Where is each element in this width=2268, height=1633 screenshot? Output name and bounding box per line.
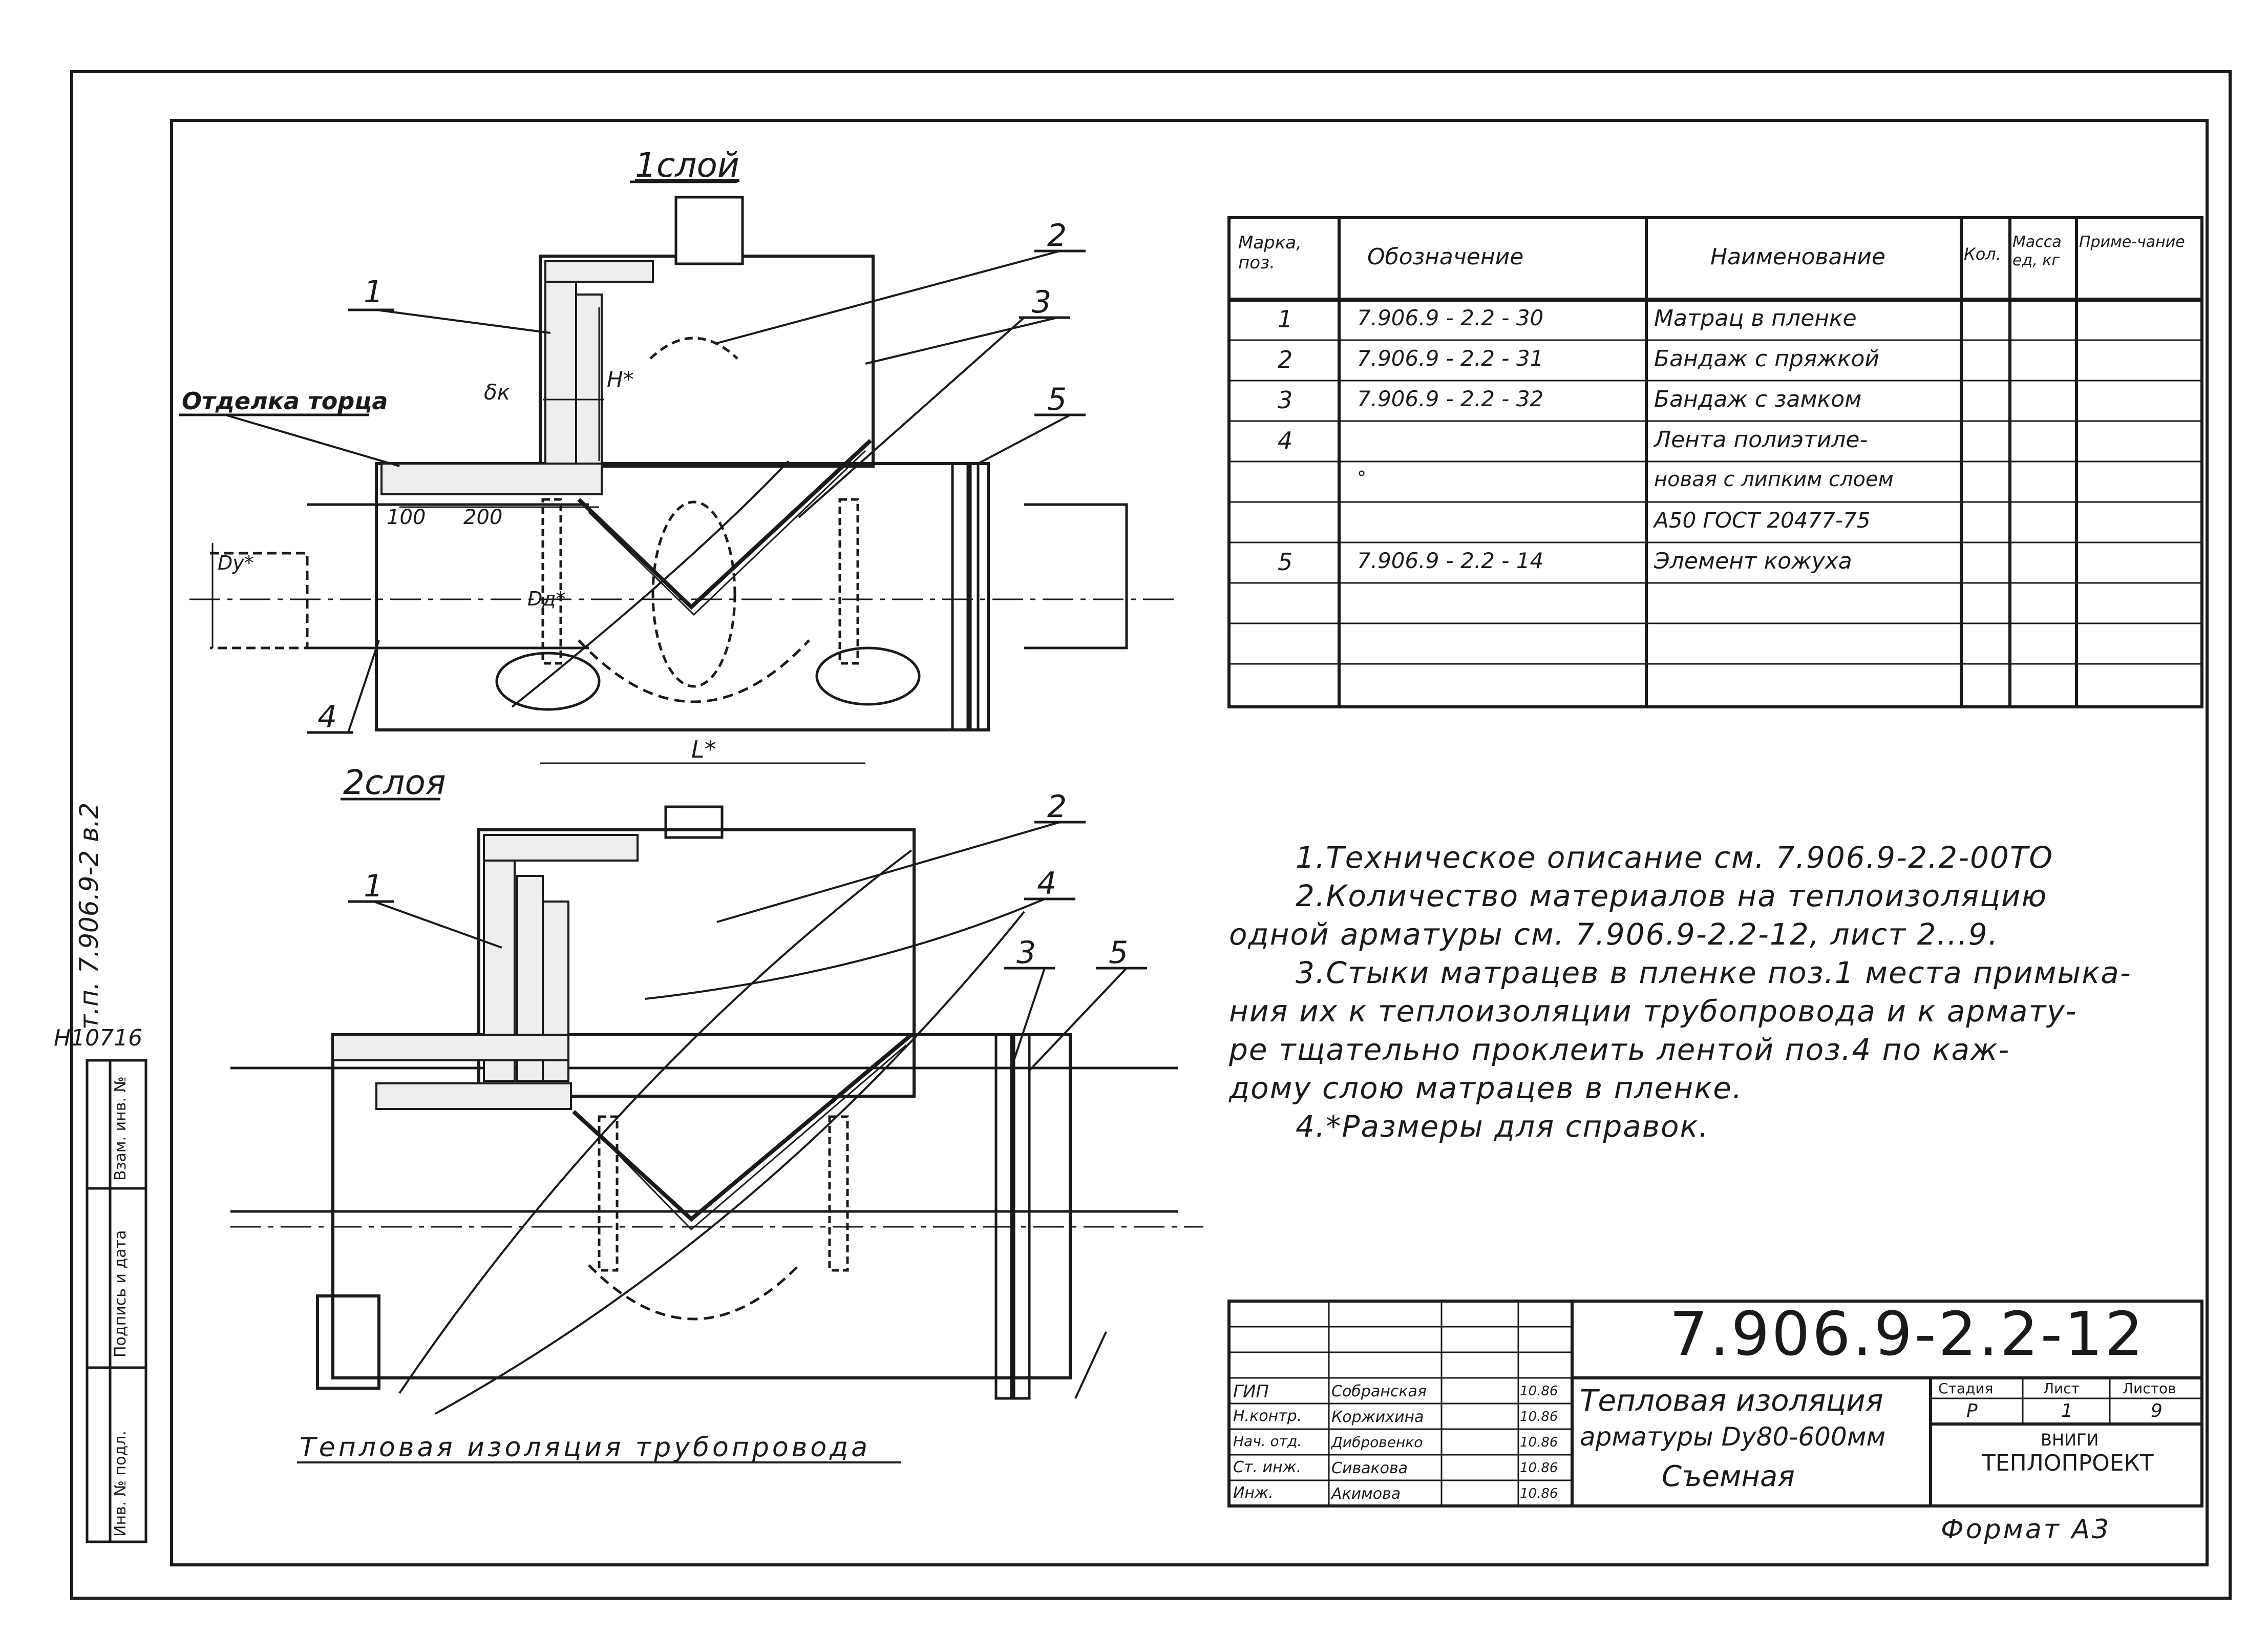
signature-name-1: Собранская	[1331, 1383, 1427, 1400]
outer-frame	[70, 70, 2232, 1600]
callout-lower-3: 3	[1016, 935, 1036, 971]
spec-header-designation: Обозначение	[1367, 244, 1524, 270]
layer1-title: 1слой	[635, 145, 739, 185]
callout-upper-5: 5	[1047, 382, 1067, 417]
layer2-title: 2слоя	[343, 763, 446, 802]
callout-lower-5: 5	[1109, 935, 1129, 971]
sheets-header: Листов	[2123, 1380, 2176, 1397]
spec-row-7-code: 7.906.9 - 2.2 - 14	[1357, 548, 1544, 573]
title-line-1: Тепловая изоляция	[1580, 1383, 1883, 1418]
margin-doc-ref: т.п. 7.906.9-2 в.2	[74, 802, 104, 1030]
callout-lower-2: 2	[1047, 789, 1067, 825]
title-line-2: арматуры Dy80-600мм	[1580, 1422, 1886, 1452]
signature-date-1: 10.86	[1520, 1384, 1558, 1399]
note-line-4: 3.Стыки матрацев в пленке поз.1 места пр…	[1296, 955, 2132, 990]
note-line-2: 2.Количество материалов на теплоизоляцию	[1296, 878, 2048, 913]
signature-name-4: Сивакова	[1331, 1459, 1408, 1477]
note-line-1: 1.Техническое описание см. 7.906.9-2.2-0…	[1296, 840, 2054, 875]
margin-stamp-label-2: Подпись и дата	[112, 1230, 130, 1358]
margin-stamp	[86, 1059, 147, 1543]
callout-lower-4: 4	[1037, 866, 1057, 902]
lower-view	[230, 798, 1203, 1463]
signature-role-1: ГИП	[1233, 1381, 1269, 1402]
stage-value: Р	[1966, 1400, 1978, 1421]
dimension-100: 100	[387, 506, 426, 529]
note-line-5: ния их к теплоизоляции трубопровода и к …	[1229, 994, 2078, 1029]
signature-role-4: Ст. инж.	[1233, 1458, 1302, 1476]
note-line-8: 4.*Размеры для справок.	[1296, 1109, 1709, 1144]
organization-line-1: ВНИГИ	[2041, 1430, 2099, 1450]
spec-row-1-mark: 1	[1278, 305, 1293, 333]
sheet-header: Лист	[2043, 1380, 2080, 1397]
sheet-value: 1	[2061, 1400, 2073, 1421]
note-line-7: дому слою матрацев в пленке.	[1229, 1071, 1743, 1105]
upper-view	[179, 180, 1178, 764]
spec-header-qty: Кол.	[1964, 244, 2001, 264]
title-line-3: Съемная	[1662, 1460, 1795, 1493]
spec-row-5-code: °	[1357, 468, 1366, 489]
signature-name-3: Дибровенко	[1331, 1434, 1423, 1451]
dimension-200: 200	[463, 506, 503, 529]
end-finish-label: Отделка торца	[182, 387, 388, 415]
spec-header-mass: Масса ед, кг	[2012, 233, 2062, 269]
document-code: 7.906.9-2.2-12	[1669, 1299, 2146, 1369]
view-caption: Тепловая изоляция трубопровода	[300, 1432, 871, 1463]
spec-row-1-name: Матрац в пленке	[1654, 305, 1857, 331]
spec-row-2-code: 7.906.9 - 2.2 - 31	[1357, 346, 1544, 371]
signature-date-4: 10.86	[1520, 1460, 1558, 1476]
callout-upper-1: 1	[364, 274, 384, 310]
note-line-3: одной арматуры см. 7.906.9-2.2-12, лист …	[1229, 917, 1999, 952]
spec-row-3-name: Бандаж с замком	[1654, 386, 1862, 412]
spec-row-3-mark: 3	[1278, 386, 1293, 414]
callout-upper-4: 4	[317, 699, 337, 735]
spec-row-2-name: Бандаж с пряжкой	[1654, 346, 1879, 372]
spec-row-7-mark: 5	[1278, 548, 1293, 576]
spec-row-2-mark: 2	[1278, 346, 1293, 373]
signature-role-5: Инж.	[1233, 1484, 1274, 1502]
inner-frame	[170, 119, 2209, 1566]
spec-header-name: Наименование	[1710, 244, 1885, 270]
signature-role-2: Н.контр.	[1233, 1407, 1302, 1425]
dimension-dd: Dд*	[527, 588, 566, 610]
signature-date-5: 10.86	[1520, 1486, 1558, 1501]
spec-row-4-mark: 4	[1278, 427, 1293, 454]
organization-line-2: ТЕПЛОПРОЕКТ	[1982, 1450, 2154, 1476]
callout-upper-2: 2	[1047, 218, 1067, 254]
dimension-dk: δк	[484, 380, 511, 405]
spec-header-note: Приме-чание	[2079, 233, 2185, 251]
signature-role-3: Нач. отд.	[1233, 1433, 1302, 1450]
signature-date-3: 10.86	[1520, 1435, 1558, 1450]
callout-lower-1: 1	[364, 868, 384, 904]
margin-stamp-label-1: Взам. инв. №	[112, 1076, 130, 1181]
signature-date-2: 10.86	[1520, 1409, 1558, 1425]
spec-row-4-name: Лента полиэтиле-	[1654, 427, 1868, 453]
margin-inventory-number: Н10716	[54, 1025, 143, 1051]
spec-row-7-name: Элемент кожуха	[1654, 548, 1852, 574]
spec-row-3-code: 7.906.9 - 2.2 - 32	[1357, 386, 1544, 411]
dimension-h: H*	[607, 367, 634, 392]
margin-stamp-label-3: Инв. № подл.	[112, 1431, 130, 1537]
dimension-dy: Dy*	[218, 552, 254, 574]
format-label: Формат А3	[1941, 1514, 2111, 1545]
note-line-6: ре тщательно проклеить лентой поз.4 по к…	[1229, 1032, 2010, 1067]
dimension-l: L*	[691, 736, 716, 763]
spec-row-6-name: А50 ГОСТ 20477-75	[1654, 508, 1871, 533]
signature-name-5: Акимова	[1331, 1485, 1401, 1503]
signature-name-2: Коржихина	[1331, 1408, 1424, 1426]
stage-header: Стадия	[1938, 1380, 1994, 1397]
spec-header-mark: Марка, поз.	[1238, 233, 1302, 274]
spec-row-1-code: 7.906.9 - 2.2 - 30	[1357, 305, 1544, 330]
sheets-value: 9	[2151, 1400, 2163, 1421]
callout-upper-3: 3	[1032, 284, 1052, 320]
spec-row-5-name: новая с липким слоем	[1654, 468, 1894, 491]
